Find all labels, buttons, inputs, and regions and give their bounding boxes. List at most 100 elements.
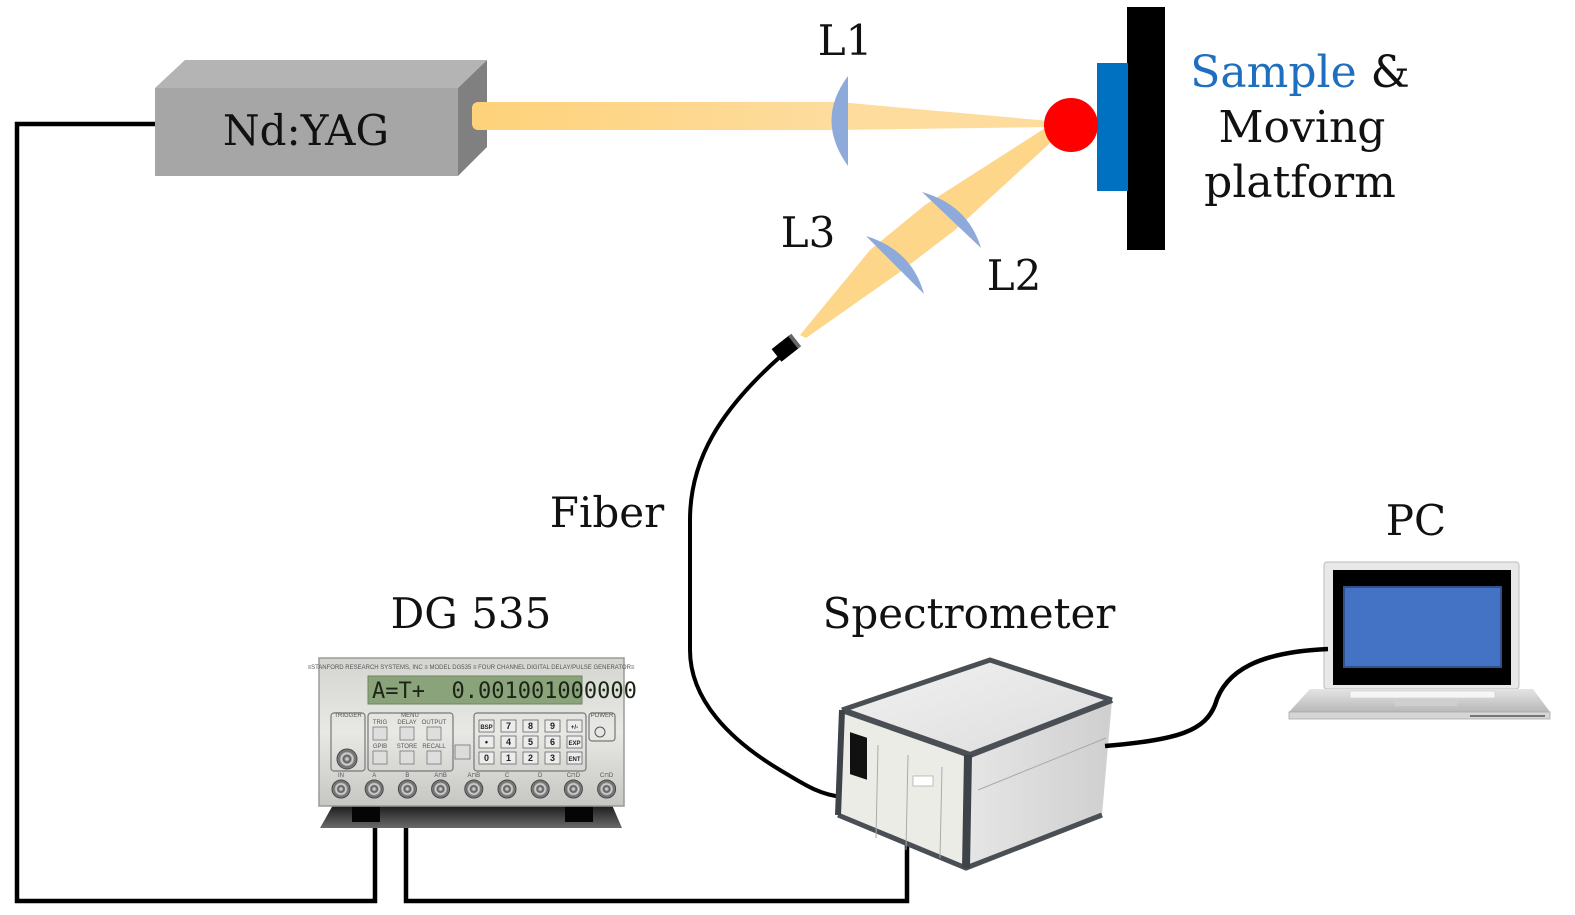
keypad-key-cap[interactable] [500, 735, 517, 749]
run-button[interactable] [454, 744, 471, 760]
keypad-key[interactable]: BSP [478, 719, 495, 733]
sample-assembly [1044, 7, 1165, 250]
keypad-key-cap[interactable] [478, 719, 495, 733]
bnc-connector[interactable] [530, 779, 550, 799]
lens-l1-label: L1 [818, 16, 873, 65]
dg535-base [320, 805, 622, 828]
dg535-label: DG 535 [391, 589, 552, 638]
keypad-key-cap[interactable] [522, 735, 539, 749]
trigger-in-connector[interactable] [336, 748, 358, 770]
laser-top-face [155, 60, 487, 88]
keypad-key-cap[interactable] [566, 735, 583, 749]
ampersand: & [1357, 47, 1410, 98]
bnc-connector[interactable] [464, 779, 484, 799]
menu-button-cap[interactable] [399, 750, 415, 765]
bnc-output-7[interactable]: C⊓D [563, 773, 583, 799]
fiber-connector-body [771, 335, 799, 362]
menu-button-trig[interactable]: TRIG [372, 720, 388, 741]
keypad-key[interactable]: 4 [500, 735, 517, 749]
bnc-connector[interactable] [497, 779, 517, 799]
bnc-output-3[interactable]: A⊓B [431, 773, 451, 799]
menu-button-label: OUTPUT [422, 720, 447, 726]
keypad-key[interactable]: 1 [500, 751, 517, 765]
lens-l3-shape [866, 236, 924, 294]
bnc-connector[interactable] [331, 779, 351, 799]
laser-front-face [155, 88, 458, 176]
cable-dg-spectrometer [403, 828, 910, 904]
bnc-connector[interactable] [397, 779, 417, 799]
keypad-key[interactable]: 6 [544, 735, 561, 749]
spectrometer-frame-left [835, 709, 845, 816]
bnc-output-0[interactable]: IN [331, 773, 351, 799]
menu-button-output[interactable]: OUTPUT [422, 720, 447, 741]
bnc-connector[interactable] [563, 779, 583, 799]
keypad-key-cap[interactable] [566, 719, 583, 733]
spectrometer-label-sticker [912, 775, 934, 787]
menu-button-delay[interactable]: DELAY [397, 720, 417, 741]
keypad-key-cap[interactable] [544, 719, 561, 733]
bnc-output-8[interactable]: C⊓D [597, 773, 617, 799]
bnc-connector[interactable] [364, 779, 384, 799]
laptop [1288, 561, 1551, 720]
menu-button-label: STORE [397, 744, 418, 750]
keypad-key[interactable]: EXP [566, 735, 583, 749]
menu-button-recall[interactable]: RECALL [422, 744, 446, 765]
keypad-key[interactable]: 0 [478, 751, 495, 765]
keypad-key-cap[interactable] [544, 751, 561, 765]
fiber-connector [771, 333, 802, 362]
bnc-output-label: A [372, 773, 376, 779]
trigger-panel-label: TRIGGER [334, 713, 362, 719]
keypad-key-cap[interactable] [500, 751, 517, 765]
keypad-key-label: 6 [550, 737, 555, 747]
keypad-key[interactable]: 9 [544, 719, 561, 733]
menu-button-cap[interactable] [426, 750, 442, 765]
keypad-key-label: 9 [550, 721, 555, 731]
dg535-display [367, 675, 583, 705]
menu-button-cap[interactable] [426, 726, 442, 741]
menu-button-label: TRIG [373, 720, 388, 726]
bnc-output-2[interactable]: B [397, 773, 417, 799]
keypad-key[interactable]: 7 [500, 719, 517, 733]
beam-collection-1 [925, 125, 1060, 230]
keypad-key[interactable]: ENT [566, 751, 583, 765]
menu-button-cap[interactable] [372, 726, 388, 741]
lens-l2-shape [922, 192, 981, 248]
power-panel-label: POWER [591, 713, 614, 719]
keypad-key[interactable]: 3 [544, 751, 561, 765]
bnc-connector[interactable] [431, 779, 451, 799]
keypad-key[interactable]: +/- [566, 719, 583, 733]
keypad-key-cap[interactable] [566, 751, 583, 765]
power-button[interactable] [594, 726, 606, 738]
bnc-output-4[interactable]: A⊓B [464, 773, 484, 799]
keypad-key-cap[interactable] [544, 735, 561, 749]
bnc-output-1[interactable]: A [364, 773, 384, 799]
menu-button-store[interactable]: STORE [397, 744, 418, 765]
laptop-keyboard [1349, 690, 1496, 699]
sample-label-line1: Sample & [1190, 47, 1410, 98]
keypad-key-cap[interactable] [478, 735, 495, 749]
keypad-key-cap[interactable] [522, 751, 539, 765]
keypad-key[interactable]: 2 [522, 751, 539, 765]
menu-button-cap[interactable] [372, 750, 388, 765]
bnc-output-label: C⊓D [600, 773, 614, 779]
keypad-panel [473, 712, 587, 772]
menu-button-gpib[interactable]: GPIB [372, 744, 388, 765]
keypad-key-cap[interactable] [500, 719, 517, 733]
keypad-key[interactable]: • [478, 735, 495, 749]
side-seam [977, 737, 1107, 791]
bnc-output-5[interactable]: C [497, 773, 517, 799]
keypad-key[interactable]: 5 [522, 735, 539, 749]
beam-collection-3 [800, 250, 900, 338]
laptop-trackpad [1395, 701, 1457, 706]
menu-button-cap[interactable] [399, 726, 415, 741]
bnc-output-6[interactable]: D [530, 773, 550, 799]
bnc-connector[interactable] [597, 779, 617, 799]
keypad-key[interactable]: 8 [522, 719, 539, 733]
sample-word: Sample [1190, 47, 1356, 98]
keypad-key-cap[interactable] [522, 719, 539, 733]
menu-buttons: TRIG DELAY OUTPUT GPIB STORE RECALL [372, 720, 447, 765]
spectrometer-device [835, 657, 1114, 871]
keypad-key-cap[interactable] [478, 751, 495, 765]
